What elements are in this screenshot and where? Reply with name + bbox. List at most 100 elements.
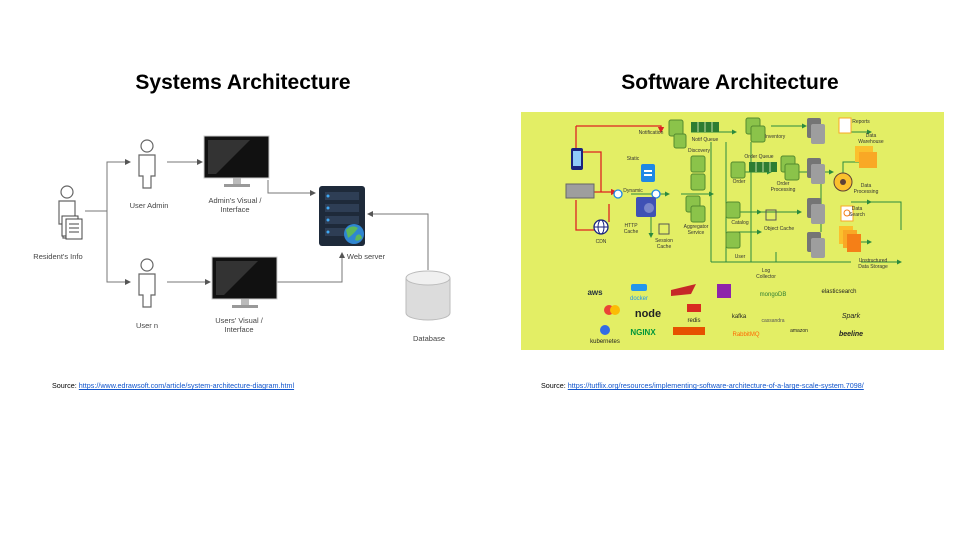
dynamic-server-icon — [636, 197, 656, 217]
http-cache-label-line2: Cache — [624, 229, 639, 235]
data-warehouse-icon — [855, 146, 877, 168]
nginx-logo: NGINX — [630, 328, 656, 337]
database-icon — [405, 270, 451, 321]
systems-architecture-diagram: Resident's Info User Admin User n Admin'… — [33, 135, 451, 343]
data-search-label-line2: Search — [849, 212, 865, 218]
unstructured-storage-icon — [839, 226, 861, 252]
notification-label: Notification — [639, 130, 664, 136]
reports-label: Reports — [852, 119, 870, 125]
database-servers-icon — [807, 118, 825, 258]
source-prefix: Source: — [541, 381, 568, 390]
session-cache-label-line1: Session — [655, 238, 673, 244]
users-visual-label-line1: Users' Visual / — [215, 316, 263, 325]
data-warehouse-label-line2: Warehouse — [858, 139, 884, 145]
object-cache-icon — [765, 209, 777, 221]
elasticsearch-logo: elasticsearch — [821, 289, 856, 295]
mongodb-logo: mongoDB — [760, 292, 787, 298]
order-label: Order — [733, 179, 746, 185]
redis-logo: redis — [687, 318, 700, 324]
software-architecture-title: Software Architecture — [621, 71, 839, 94]
object-cache-label: Object Cache — [764, 226, 795, 232]
cdn-label: CDN — [596, 239, 607, 245]
static-label: Static — [627, 156, 640, 162]
mobile-phone-icon — [571, 148, 583, 170]
source-link-left[interactable]: https://www.edrawsoft.com/article/system… — [78, 381, 295, 390]
kafka-logo: kafka — [732, 314, 747, 320]
order-queue-icon — [749, 162, 777, 172]
kubernetes-logo: kubernetes — [590, 339, 620, 345]
docker-whale-icon — [631, 284, 647, 291]
session-cache-icon — [658, 223, 670, 235]
database-label: Database — [413, 334, 445, 343]
log-collector-label-line1: Log — [762, 268, 771, 274]
data-processing-label-line2: Processing — [854, 189, 879, 195]
data-search-icon — [840, 205, 854, 222]
inventory-label: Inventory — [765, 134, 786, 140]
data-processing-icon — [833, 172, 853, 192]
order-processing-label-line2: Processing — [771, 187, 796, 193]
discovery-server-icon — [690, 155, 706, 191]
order-queue-label: Order Queue — [744, 154, 773, 160]
web-server-label: Web server — [347, 252, 386, 261]
software-architecture-diagram: CDN Static Dynamic HTTP Cache Session Ca… — [521, 112, 944, 350]
dynamic-label: Dynamic — [623, 188, 643, 194]
discovery-label: Discovery — [688, 148, 710, 154]
source-link-right[interactable]: https://tutflix.org/resources/implementi… — [567, 381, 864, 390]
beeline-logo: beeline — [839, 331, 863, 338]
inventory-server-icon — [745, 117, 766, 143]
data-search-label-line1: Data — [852, 206, 863, 212]
user-n-person-icon — [138, 258, 156, 308]
aggregator-label-line2: Service — [688, 230, 705, 236]
desktop-icon — [565, 183, 595, 199]
spark-logo: Spark — [842, 313, 861, 320]
cassandra-logo: cassandra — [761, 318, 784, 324]
users-monitor-icon — [211, 256, 278, 308]
redis-icon — [687, 304, 701, 312]
admin-visual-label-line2: Interface — [220, 205, 249, 214]
unstructured-label-line1: Unstructured — [859, 258, 888, 264]
systems-architecture-title: Systems Architecture — [135, 71, 351, 94]
cdn-globe-icon — [593, 219, 609, 235]
order-server-icon — [730, 161, 746, 179]
catalog-label: Catalog — [731, 220, 748, 226]
user-admin-person-icon — [138, 139, 156, 189]
red-brand-logo — [671, 284, 696, 296]
resident-label: Resident's Info — [33, 252, 82, 261]
magenta-brand-logo — [717, 284, 731, 298]
static-server-icon — [641, 164, 655, 182]
globe-icon — [344, 224, 364, 244]
aws-logo: aws — [587, 288, 603, 297]
kubernetes-icon — [600, 325, 610, 335]
data-processing-label-line1: Data — [861, 183, 872, 189]
user-admin-label: User Admin — [130, 201, 169, 210]
user-server-icon — [725, 231, 741, 249]
load-balancer-icon — [613, 189, 661, 199]
source-prefix: Source: — [52, 381, 79, 390]
order-processing-server-icon — [780, 155, 800, 181]
amazon-logo: amazon — [790, 328, 808, 334]
notif-queue-label: Notif Queue — [692, 137, 719, 143]
node-logo: node — [635, 308, 661, 320]
documents-icon — [61, 215, 83, 240]
user-label: User — [735, 254, 746, 260]
reports-icon — [838, 117, 852, 134]
aggregator-service-icon — [685, 195, 706, 223]
data-warehouse-label-line1: Data — [866, 133, 877, 139]
notif-queue-icon — [691, 122, 719, 132]
order-processing-label-line1: Order — [777, 181, 790, 187]
source-citation-right: Source: https://tutflix.org/resources/im… — [541, 381, 864, 390]
unstructured-label-line2: Data Storage — [858, 264, 888, 270]
log-collector-label-line2: Collector — [756, 274, 776, 280]
notification-server-icon — [668, 119, 687, 149]
catalog-server-icon — [725, 201, 741, 219]
orange-brand-logo — [673, 327, 705, 335]
admin-monitor-icon — [203, 135, 270, 187]
aggregator-label-line1: Aggregator — [684, 224, 709, 230]
user-n-label: User n — [136, 321, 158, 330]
docker-logo: docker — [630, 296, 648, 302]
source-citation-left: Source: https://www.edrawsoft.com/articl… — [52, 381, 294, 390]
rabbitmq-logo: RabbitMQ — [732, 332, 759, 338]
session-cache-label-line2: Cache — [657, 244, 672, 250]
http-cache-label-line1: HTTP — [624, 223, 638, 229]
google-cloud-icon — [604, 305, 620, 315]
